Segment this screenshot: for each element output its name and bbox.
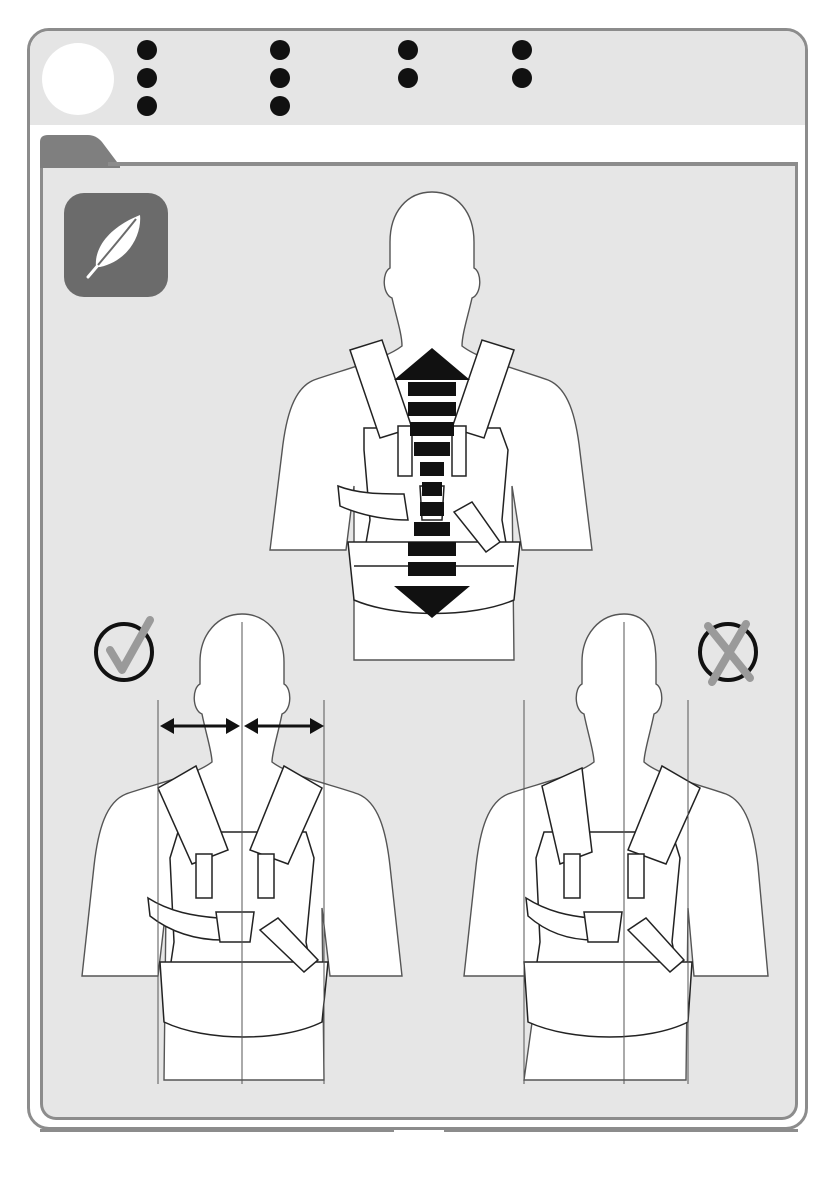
bullet-dot [398,68,418,88]
figure-height-adjustment [262,190,602,662]
bullet-dot [137,68,157,88]
bullet-dot [398,40,418,60]
panel-tab-rule [108,162,798,166]
figure-correct-fit [78,612,408,1088]
footer-rule-right [444,1129,798,1132]
bullet-dot [270,40,290,60]
bullet-dot [270,96,290,116]
figure-incorrect-fit [462,612,782,1088]
bullet-dot [512,68,532,88]
feather-icon [76,205,156,285]
bullet-dot [137,40,157,60]
feather-icon-box [64,193,168,297]
bullet-dot [512,40,532,60]
bullet-dot [270,68,290,88]
footer-rule-left [40,1129,394,1132]
step-number-circle [42,43,114,115]
bullet-dot [137,96,157,116]
